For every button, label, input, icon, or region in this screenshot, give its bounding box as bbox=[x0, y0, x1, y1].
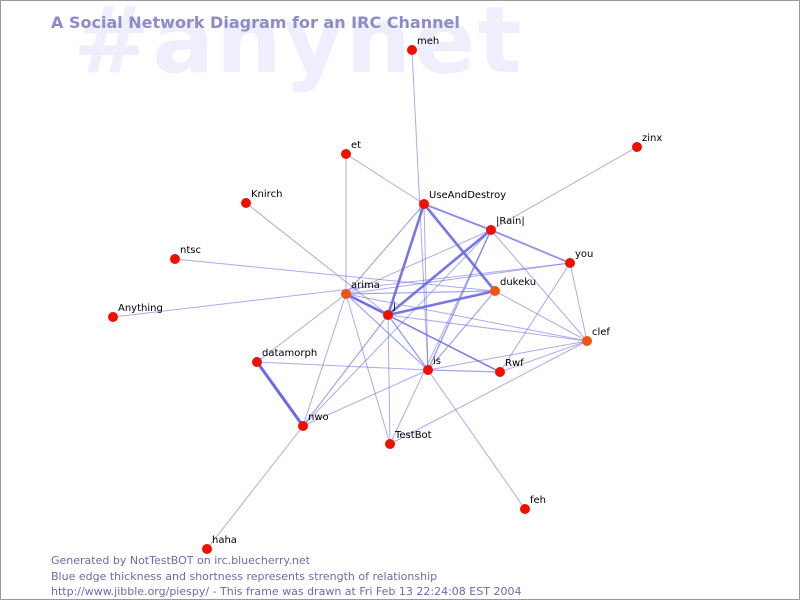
node-j bbox=[383, 310, 393, 320]
node-useanddestroy bbox=[419, 199, 429, 209]
edge-meh-is bbox=[411, 49, 429, 371]
node-label-rain: |Rain| bbox=[496, 216, 525, 227]
node-testbot bbox=[385, 439, 395, 449]
edge-clef-rwf bbox=[499, 340, 588, 373]
node-label-you: you bbox=[575, 249, 593, 260]
channel-watermark: #anynet bbox=[73, 0, 524, 94]
edge-j-is bbox=[387, 314, 429, 371]
edge-arima-dukeku bbox=[345, 290, 496, 295]
node-you bbox=[565, 258, 575, 268]
edge-arima-datamorph bbox=[256, 293, 347, 363]
node-label-et: et bbox=[351, 140, 361, 151]
edge-nwo-haha bbox=[206, 425, 304, 550]
edge-arima-you bbox=[345, 262, 571, 295]
node-label-feh: feh bbox=[530, 495, 546, 506]
edge-useanddestroy-arima bbox=[345, 203, 425, 295]
node-rain bbox=[486, 225, 496, 235]
node-label-knirch: Knirch bbox=[251, 189, 282, 200]
footer-legend-note: Blue edge thickness and shortness repres… bbox=[51, 570, 438, 583]
node-nwo bbox=[298, 421, 308, 431]
node-label-j: j bbox=[392, 301, 396, 312]
edge-is-feh bbox=[427, 369, 526, 510]
edge-anything-you bbox=[112, 262, 571, 318]
edge-j-rwf bbox=[387, 314, 501, 373]
edge-is-rwf bbox=[427, 369, 501, 373]
node-clef bbox=[582, 336, 592, 346]
node-label-datamorph: datamorph bbox=[262, 348, 317, 359]
edge-arima-clef bbox=[345, 293, 588, 342]
node-arima bbox=[341, 289, 351, 299]
edge-j-dukeku bbox=[386, 289, 497, 317]
edge-useanddestroy-j bbox=[386, 202, 426, 317]
node-label-arima: arima bbox=[351, 280, 380, 291]
edge-arima-nwo bbox=[302, 293, 347, 427]
edge-datamorph-is bbox=[256, 361, 429, 371]
edge-useanddestroy-dukeku bbox=[422, 202, 497, 293]
edge-j-nwo bbox=[302, 314, 389, 427]
edge-datamorph-nwo bbox=[255, 360, 305, 428]
edge-j-testbot bbox=[387, 314, 391, 445]
edge-rain-testbot bbox=[389, 229, 492, 445]
edge-zinx-rain bbox=[490, 146, 638, 231]
node-label-rwf: Rwf bbox=[505, 358, 524, 369]
node-label-anything: Anything bbox=[118, 303, 163, 314]
edge-ntsc-dukeku bbox=[174, 258, 496, 292]
edge-arima-testbot bbox=[345, 293, 391, 445]
edge-et-useanddestroy bbox=[345, 153, 425, 205]
edge-j-clef bbox=[387, 314, 588, 342]
node-ntsc bbox=[170, 254, 180, 264]
edge-layer bbox=[112, 49, 638, 550]
node-label-zinx: zinx bbox=[642, 133, 662, 144]
node-dukeku bbox=[490, 286, 500, 296]
node-label-ntsc: ntsc bbox=[180, 245, 201, 256]
node-label-meh: meh bbox=[417, 36, 439, 47]
node-is bbox=[423, 365, 433, 375]
node-label-clef: clef bbox=[592, 327, 610, 338]
node-label-useanddestroy: UseAndDestroy bbox=[429, 190, 506, 201]
node-meh bbox=[407, 45, 417, 55]
edge-useanddestroy-is bbox=[423, 203, 429, 371]
node-label-nwo: nwo bbox=[308, 412, 329, 423]
edge-clef-is bbox=[427, 340, 588, 371]
diagram-title: A Social Network Diagram for an IRC Chan… bbox=[51, 13, 460, 32]
node-zinx bbox=[632, 142, 642, 152]
edge-rain-arima bbox=[345, 229, 492, 295]
node-knirch bbox=[241, 198, 251, 208]
node-feh bbox=[520, 504, 530, 514]
edge-dukeku-clef bbox=[494, 290, 588, 342]
node-datamorph bbox=[252, 357, 262, 367]
edge-you-rwf bbox=[499, 262, 571, 373]
edge-arima-is bbox=[345, 293, 429, 371]
footer-source-info: http://www.jibble.org/piespy/ - This fra… bbox=[51, 585, 522, 598]
edge-rain-you bbox=[490, 229, 571, 264]
edge-rain-clef bbox=[490, 229, 588, 342]
node-label-haha: haha bbox=[212, 535, 237, 546]
edge-clef-testbot bbox=[389, 340, 588, 445]
footer-generated-by: Generated by NotTestBOT on irc.bluecherr… bbox=[51, 554, 310, 567]
node-label-is: is bbox=[433, 356, 441, 367]
edge-dukeku-is bbox=[427, 290, 496, 371]
node-label-dukeku: dukeku bbox=[500, 277, 536, 288]
node-rwf bbox=[495, 367, 505, 377]
edge-is-nwo bbox=[302, 369, 429, 427]
edge-knirch-j bbox=[245, 202, 389, 316]
edge-you-clef bbox=[569, 262, 588, 342]
edge-useanddestroy-rain bbox=[423, 203, 492, 231]
node-anything bbox=[108, 312, 118, 322]
node-label-testbot: TestBot bbox=[394, 430, 432, 441]
node-et bbox=[341, 149, 351, 159]
edge-rain-j bbox=[386, 228, 493, 317]
node-haha bbox=[202, 544, 212, 554]
